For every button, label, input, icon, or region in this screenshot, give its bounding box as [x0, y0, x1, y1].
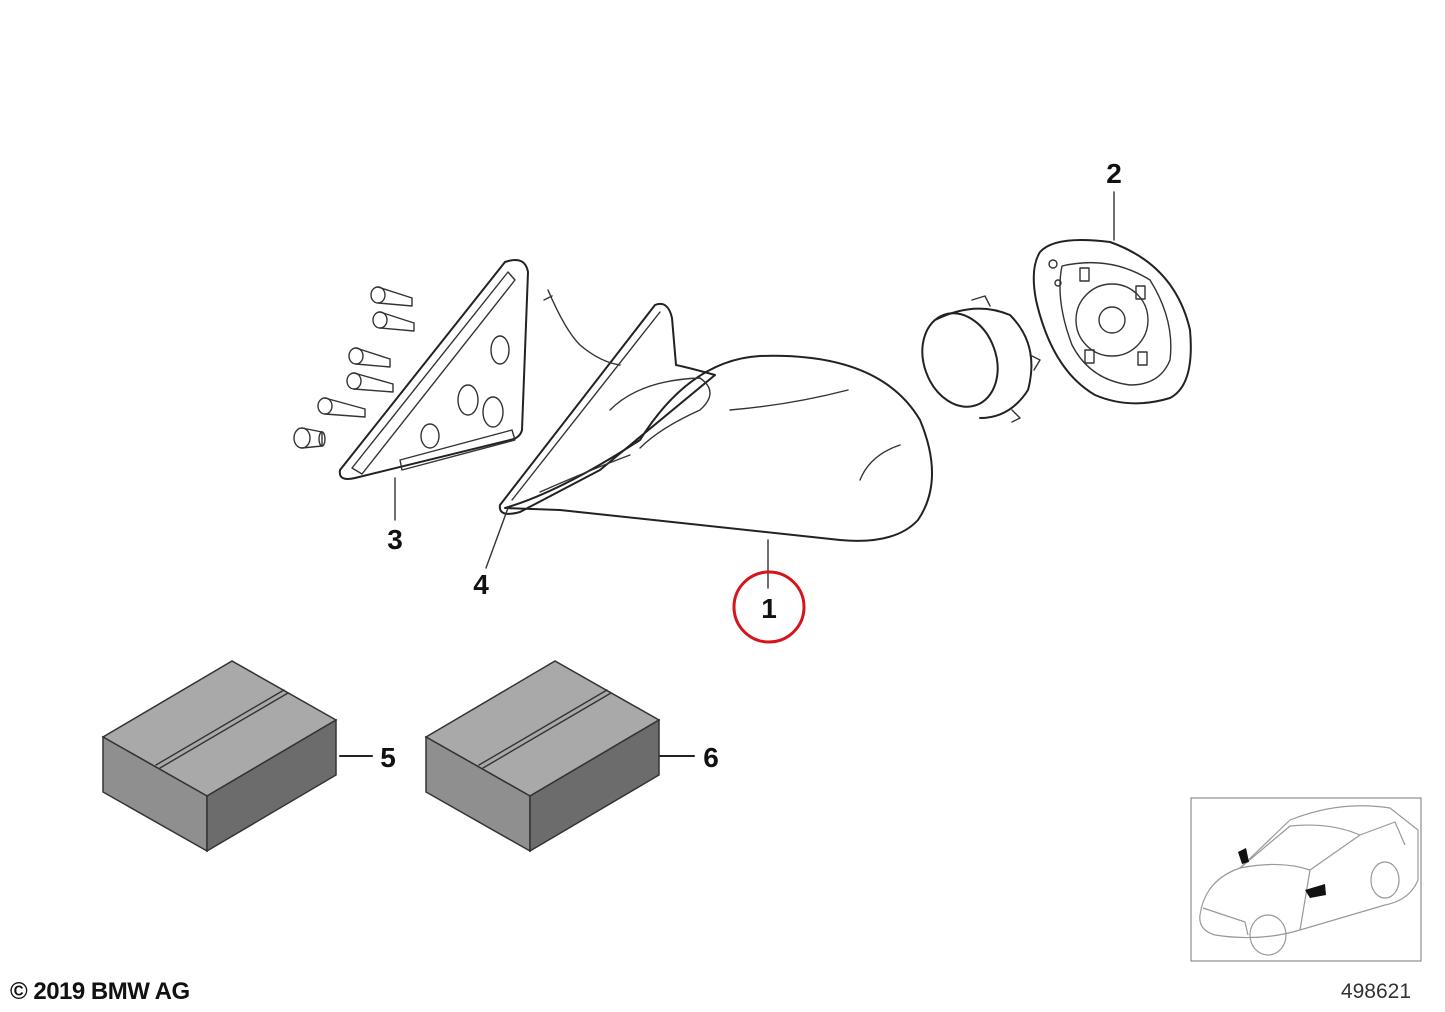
callout-part-2[interactable]: 2	[1106, 158, 1122, 189]
callout-part-1[interactable]: 1	[761, 593, 777, 624]
vehicle-location-thumbnail	[1190, 797, 1422, 962]
highlight-marker	[1238, 848, 1249, 864]
screw	[346, 372, 394, 393]
screw-set[interactable]	[293, 286, 415, 449]
callout-part-3[interactable]: 3	[387, 524, 403, 555]
highlight-marker	[1305, 884, 1326, 898]
mirror-housing-part-1[interactable]	[504, 354, 933, 542]
parts-box-6[interactable]	[424, 660, 661, 853]
mirror-motor[interactable]	[910, 295, 1041, 423]
nut	[293, 427, 326, 449]
mirror-base-part-4[interactable]	[498, 289, 716, 515]
screw	[370, 286, 413, 307]
copyright-text: © 2019 BMW AG	[10, 978, 190, 1005]
mounting-plate-part-3[interactable]	[338, 259, 529, 480]
highlight-circle	[732, 570, 806, 644]
diagram-number: 498621	[1340, 980, 1411, 1003]
parts-box-5[interactable]	[101, 660, 338, 853]
leader-lines	[339, 191, 1115, 757]
callout-part-6[interactable]: 6	[703, 742, 719, 773]
screw	[372, 311, 415, 332]
screw	[348, 347, 391, 368]
screw	[317, 397, 366, 418]
callout-part-5[interactable]: 5	[380, 742, 396, 773]
mirror-glass-part-2[interactable]	[1032, 239, 1192, 405]
callout-part-4[interactable]: 4	[473, 569, 489, 600]
